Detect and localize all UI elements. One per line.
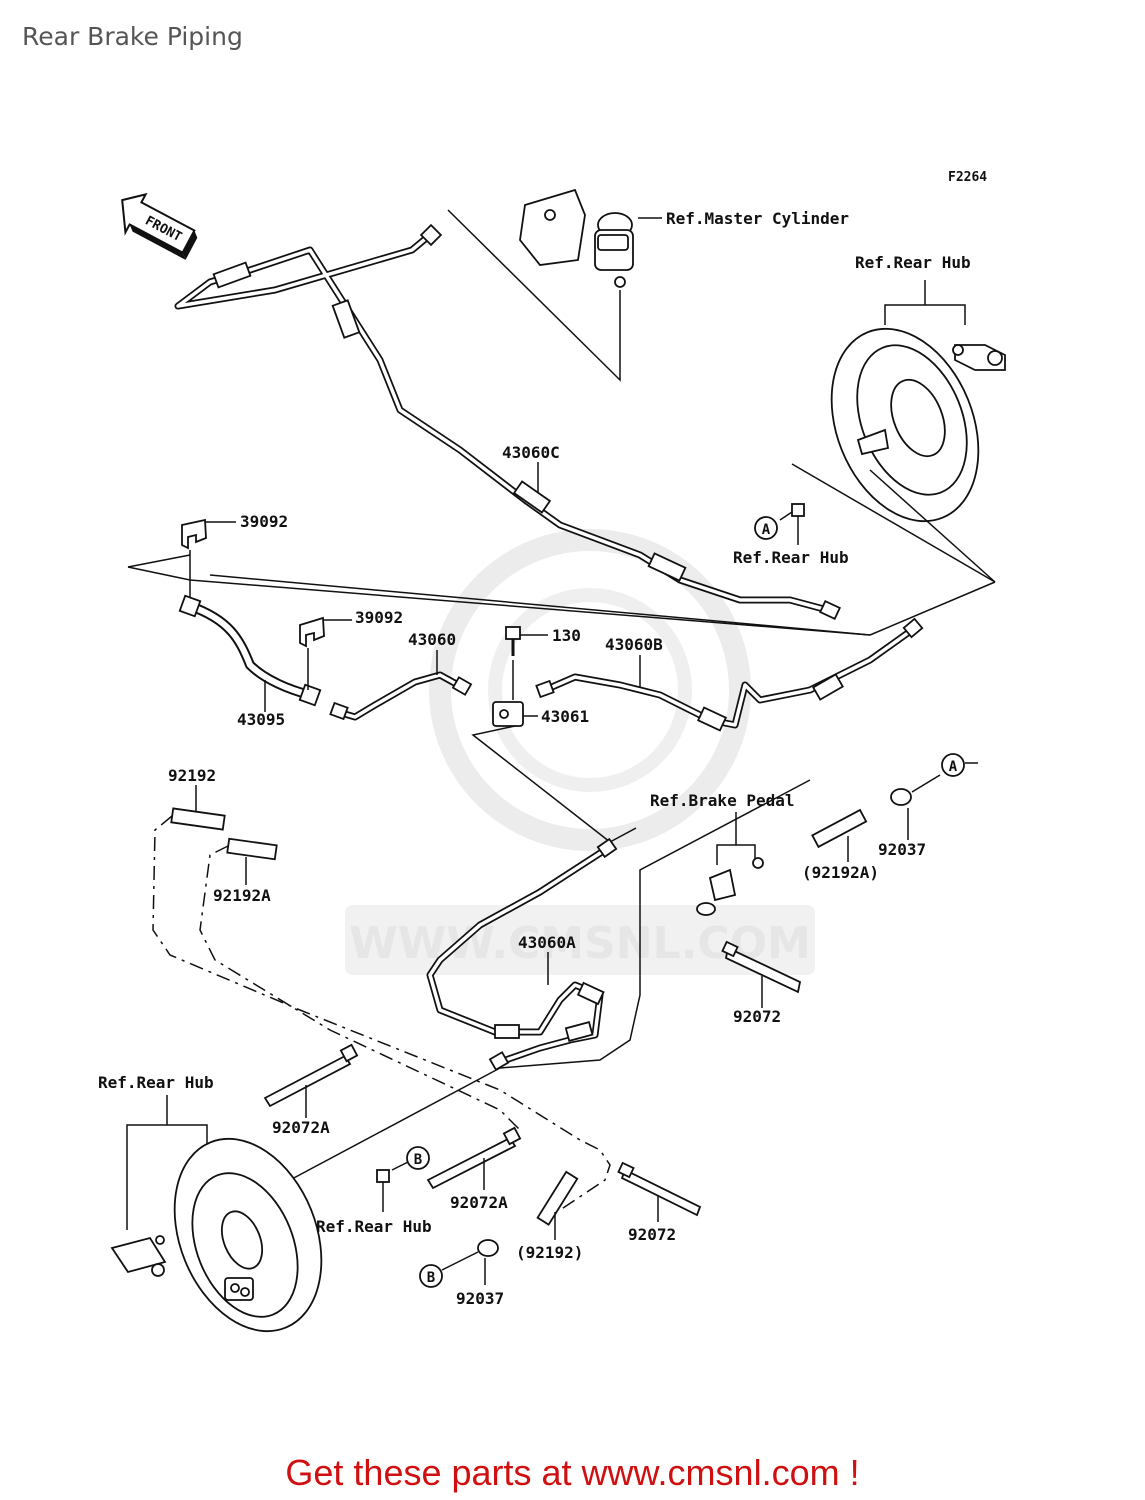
callout-A-right: A [949, 759, 958, 775]
label-ref-rear-hub-left: Ref.Rear Hub [98, 1073, 214, 1092]
label-ref-rear-hub-mid: Ref.Rear Hub [733, 548, 849, 567]
label-43061: 43061 [541, 707, 589, 726]
label-ref-master-cylinder: Ref.Master Cylinder [666, 209, 849, 228]
label-43060A: 43060A [518, 933, 576, 952]
label-92072-bottom: 92072 [628, 1225, 676, 1244]
label-ref-rear-hub-top: Ref.Rear Hub [855, 253, 971, 272]
label-92192-paren: (92192) [516, 1243, 583, 1262]
callout-B-top: B [414, 1152, 422, 1168]
label-92072A-mid: 92072A [450, 1193, 508, 1212]
footer-promo-link[interactable]: Get these parts at www.cmsnl.com ! [285, 1452, 860, 1493]
label-ref-rear-hub-bottom: Ref.Rear Hub [316, 1217, 432, 1236]
front-arrow: FRONT [121, 192, 198, 260]
label-43060B: 43060B [605, 635, 663, 654]
label-130: 130 [552, 626, 581, 645]
rear-hub-right [830, 327, 1006, 523]
label-92192A: 92192A [213, 886, 271, 905]
rear-brake-piping-diagram: WWW.CMSNL.COM F2264 FRONT Ref.Master Cyl… [98, 170, 1006, 1333]
label-92037-bottom: 92037 [456, 1289, 504, 1308]
rear-hub-left [110, 1137, 323, 1333]
label-92037-top: 92037 [878, 840, 926, 859]
label-92072A-left: 92072A [272, 1118, 330, 1137]
label-43095: 43095 [237, 710, 285, 729]
label-39092-b: 39092 [355, 608, 403, 627]
diagram-code: F2264 [948, 170, 987, 185]
callout-B-bottom: B [427, 1270, 435, 1286]
master-cylinder [519, 188, 634, 288]
label-39092-a: 39092 [240, 512, 288, 531]
label-43060: 43060 [408, 630, 456, 649]
label-ref-brake-pedal: Ref.Brake Pedal [650, 791, 795, 810]
callout-A-top: A [762, 522, 771, 538]
page-title: Rear Brake Piping [22, 22, 243, 51]
label-92192: 92192 [168, 766, 216, 785]
label-92192A-paren: (92192A) [802, 863, 879, 882]
watermark: WWW.CMSNL.COM [345, 529, 815, 975]
label-43060C: 43060C [502, 443, 560, 462]
label-92072-mid: 92072 [733, 1007, 781, 1026]
